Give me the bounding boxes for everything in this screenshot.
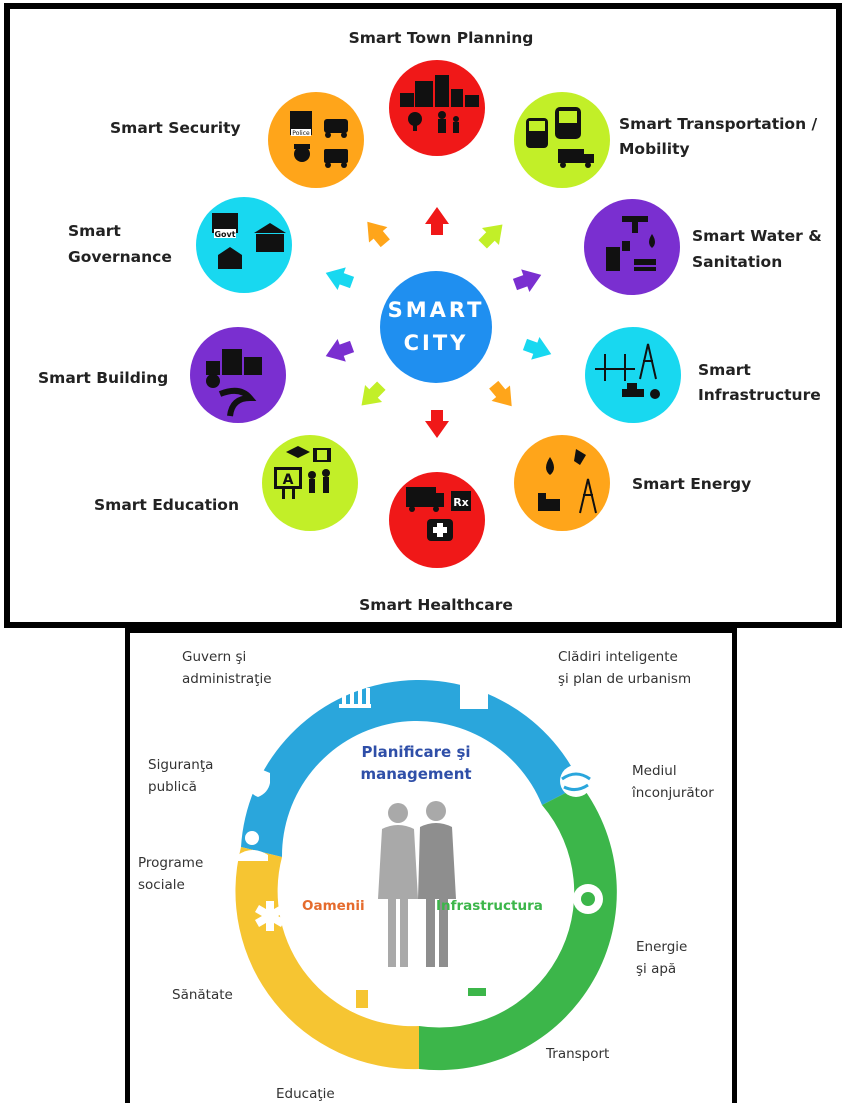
healthcare-icon: Rx [406, 487, 471, 541]
people-figures [378, 801, 456, 967]
arrow-left-up-icon [325, 267, 355, 290]
label-siguranta: Siguranţa [148, 757, 213, 773]
label-water: Smart Water & [692, 227, 822, 245]
arrow-downleft-icon [361, 381, 386, 406]
arrow-upright-icon [478, 224, 503, 249]
label-water-2: Sanitation [692, 253, 782, 271]
node-healthcare: Rx [389, 472, 485, 568]
label-healthcare: Smart Healthcare [359, 596, 513, 614]
building-icon [206, 349, 262, 417]
label-town-planning: Smart Town Planning [349, 29, 534, 47]
svg-text:Rx: Rx [453, 496, 469, 509]
svg-text:CITY: CITY [404, 331, 469, 355]
people-label: Oamenii [302, 898, 365, 914]
ring [235, 680, 617, 1071]
label-infrastructure: Smart [698, 361, 751, 379]
label-cladiri: Clădiri inteligente [558, 649, 678, 665]
node-building [190, 327, 286, 423]
energy-icon [538, 449, 597, 514]
governance-icon: Govt [212, 213, 286, 269]
social-programs-icon [238, 831, 268, 861]
buildings-icon [400, 75, 479, 133]
label-sanatate: Sănătate [172, 987, 233, 1003]
label-building: Smart Building [38, 369, 168, 387]
node-energy [514, 435, 610, 531]
smart-city-center: SMART CITY [380, 271, 492, 383]
ring-segment-yellow [235, 847, 419, 1070]
label-educatie: Educaţie [276, 1086, 335, 1102]
arrow-up-icon [425, 207, 449, 235]
node-governance: Govt [196, 197, 292, 293]
svg-text:A: A [283, 472, 294, 488]
bus-icon [464, 984, 490, 1006]
label-mediul-2: înconjurător [631, 785, 714, 801]
label-governance: Smart [68, 222, 121, 240]
energy-sun-icon [573, 884, 603, 914]
arrow-left-down-icon [325, 339, 355, 362]
center-title: Planificare şi [361, 743, 470, 761]
water-tap-icon [606, 216, 656, 271]
globe-icon [560, 765, 592, 797]
ring-segment-green [419, 785, 617, 1071]
label-energie: Energie [636, 939, 687, 955]
node-security: Police [268, 92, 364, 188]
node-infrastructure [585, 327, 681, 423]
svg-text:Govt: Govt [214, 230, 235, 239]
label-guvern-2: administraţie [182, 671, 272, 687]
medical-star-icon [255, 901, 285, 931]
center-title-2: management [360, 765, 471, 783]
label-infrastructure-2: Infrastructure [698, 386, 821, 404]
node-town-planning [389, 60, 485, 156]
label-siguranta-2: publică [148, 779, 197, 795]
shield-icon [246, 768, 270, 797]
transport-icon [526, 107, 594, 168]
ring-diagram: Planificare şi management Oamenii Infras… [138, 649, 714, 1102]
label-security: Smart Security [110, 119, 241, 137]
node-water [584, 199, 680, 295]
arrow-right-down-icon [522, 337, 552, 360]
education-icon: A [274, 446, 331, 499]
arrow-down-icon [425, 410, 449, 438]
label-programe-2: sociale [138, 877, 185, 893]
infrastructure-icon [595, 343, 660, 399]
arrow-upleft-icon [367, 221, 390, 248]
arrow-downright-icon [489, 380, 512, 407]
smart-city-diagram: SMART CITY Smart Town Planning [38, 29, 822, 614]
label-transportation-2: Mobility [619, 140, 690, 158]
label-programe: Programe [138, 855, 203, 871]
label-transport: Transport [545, 1046, 609, 1062]
book-icon [352, 986, 372, 1012]
label-transportation: Smart Transportation / [619, 115, 818, 133]
infrastructure-label: Infrastructura [436, 898, 543, 914]
label-cladiri-2: şi plan de urbanism [558, 671, 691, 687]
label-mediul: Mediul [632, 763, 677, 779]
node-transportation [514, 92, 610, 188]
ring-panel: Planificare şi management Oamenii Infras… [125, 628, 737, 1103]
security-icon: Police [290, 111, 348, 168]
label-guvern: Guvern şi [182, 649, 246, 665]
smart-city-panel: SMART CITY Smart Town Planning [4, 3, 842, 628]
label-governance-2: Governance [68, 248, 172, 266]
svg-text:Police: Police [292, 130, 310, 137]
arrow-right-up-icon [512, 269, 542, 292]
ring-segment-blue [241, 680, 581, 857]
node-education: A [262, 435, 358, 531]
svg-text:SMART: SMART [388, 298, 485, 322]
office-building-icon [460, 679, 488, 709]
arrows [325, 207, 552, 438]
label-energie-2: şi apă [636, 961, 676, 977]
label-energy: Smart Energy [632, 475, 751, 493]
government-building-icon [339, 678, 371, 708]
label-education: Smart Education [94, 496, 239, 514]
